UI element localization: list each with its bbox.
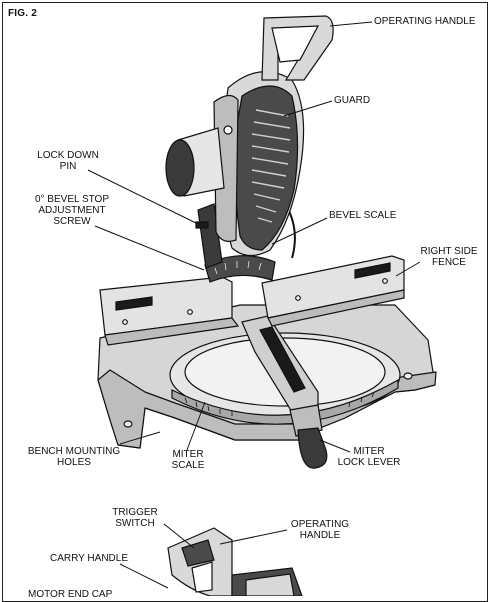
operating-handle[interactable]	[261, 15, 334, 81]
callout-bevel-stop-screw: 0° BEVEL STOP ADJUSTMENT SCREW	[34, 194, 110, 227]
miter-scale-ticks	[184, 391, 375, 416]
callout-miter-scale: MITER SCALE	[171, 449, 205, 471]
left-fence	[99, 276, 240, 346]
lock-down-pin[interactable]	[195, 221, 209, 229]
callout-trigger-switch: TRIGGER SWITCH	[112, 507, 158, 529]
guard	[213, 71, 305, 257]
callout-motor-end-cap: MOTOR END CAP	[28, 589, 113, 600]
callout-operating-handle-bottom: OPERATING HANDLE	[290, 519, 350, 541]
motor-housing	[165, 127, 225, 197]
callout-lock-down-pin: LOCK DOWN PIN	[37, 150, 99, 172]
leader-lines	[87, 21, 421, 589]
figure-label: FIG. 2	[8, 8, 37, 19]
callout-bench-mounting-holes: BENCH MOUNTING HOLES	[27, 446, 121, 468]
callout-bevel-scale: BEVEL SCALE	[329, 210, 397, 221]
secondary-view-saw	[167, 527, 303, 596]
callout-carry-handle: CARRY HANDLE	[50, 553, 128, 564]
miter-lock-lever[interactable]	[289, 404, 328, 469]
callout-miter-lock-lever: MITER LOCK LEVER	[337, 446, 401, 468]
callout-guard: GUARD	[334, 95, 371, 106]
callout-operating-handle: OPERATING HANDLE	[374, 16, 476, 27]
right-side-fence	[261, 255, 405, 327]
guard-vents	[251, 109, 291, 223]
callout-right-side-fence: RIGHT SIDE FENCE	[420, 246, 478, 268]
